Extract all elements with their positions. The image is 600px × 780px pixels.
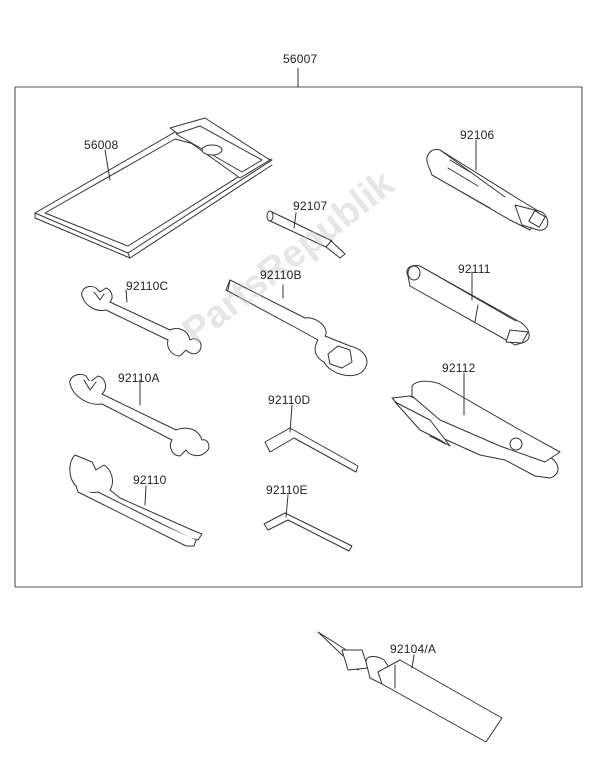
ring-wrench <box>225 279 368 377</box>
grease-tube <box>317 631 503 743</box>
tool-case <box>34 117 273 259</box>
part-label-wrench-large: 92110A <box>118 371 160 385</box>
extension-bar <box>406 265 530 346</box>
part-label-screwdriver-bit: 92107 <box>293 199 328 213</box>
wrench-small <box>81 285 202 357</box>
part-label-screwdriver-handle: 92106 <box>460 128 495 142</box>
screwdriver-handle <box>426 148 549 231</box>
part-label-ring-wrench: 92110B <box>260 268 302 282</box>
part-label-hex-key-large: 92110D <box>268 393 311 407</box>
wrench-large <box>69 373 210 457</box>
part-label-extension-bar: 92111 <box>458 262 491 276</box>
part-label-wrench-small: 92110C <box>126 279 169 293</box>
part-label-grease-tube: 92104/A <box>390 642 437 656</box>
pliers <box>391 380 561 479</box>
screwdriver-bit <box>266 210 346 259</box>
hex-key-small <box>263 512 353 552</box>
part-label-spanner-hook: 92110 <box>133 473 167 487</box>
part-label-case: 56008 <box>84 138 119 152</box>
assembly-label: 56007 <box>283 52 318 66</box>
assembly-frame <box>14 86 583 588</box>
hex-key-large <box>264 427 359 473</box>
part-label-hex-key-small: 92110E <box>266 483 308 497</box>
part-label-pliers: 92112 <box>442 361 476 375</box>
spanner-hook <box>69 454 203 547</box>
